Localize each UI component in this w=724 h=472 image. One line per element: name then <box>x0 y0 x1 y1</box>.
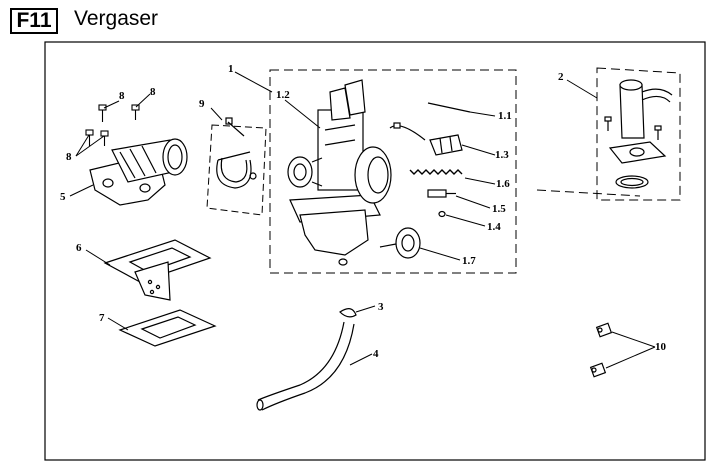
callout-6: 6 <box>76 242 82 254</box>
page-title: Vergaser <box>74 7 159 30</box>
gasket-part <box>118 309 217 347</box>
callout-3: 3 <box>378 301 384 313</box>
carburetor-group-box <box>269 69 517 274</box>
hose-clip-part <box>339 308 357 318</box>
fitting-parts <box>589 322 613 378</box>
clamp-group-box <box>206 124 267 216</box>
group-connector-line <box>536 189 641 197</box>
callout-5: 5 <box>60 191 66 203</box>
section-code: F11 <box>10 8 58 34</box>
callout-10: 10 <box>655 341 667 353</box>
callout-1-3: 1.3 <box>495 149 509 161</box>
spring-part <box>409 169 463 175</box>
callout-2: 2 <box>558 71 564 83</box>
jet-needle-part <box>427 189 456 198</box>
screw-parts <box>85 104 140 146</box>
callout-1-4: 1.4 <box>487 221 501 233</box>
callout-1-5: 1.5 <box>492 203 506 215</box>
fuel-hose-part <box>256 321 355 411</box>
float-bowl-part <box>379 227 421 259</box>
callout-1-2: 1.2 <box>276 89 290 101</box>
choke-cable-part <box>427 102 471 113</box>
intake-manifold-part <box>89 138 188 206</box>
main-jet-part <box>438 210 446 218</box>
callout-8-c: 8 <box>66 151 72 163</box>
starter-group-box <box>596 67 681 201</box>
leader-lines <box>69 71 656 369</box>
callout-1-6: 1.6 <box>496 178 510 190</box>
callout-7: 7 <box>99 312 105 324</box>
callout-1: 1 <box>228 63 234 75</box>
reed-valve-part <box>103 239 212 301</box>
callout-1-1: 1.1 <box>498 110 512 122</box>
hose-clamp-part <box>216 117 257 189</box>
callout-4: 4 <box>373 348 379 360</box>
callout-1-7: 1.7 <box>462 255 476 267</box>
callout-9: 9 <box>199 98 205 110</box>
starter-part <box>604 79 673 189</box>
callout-8-b: 8 <box>150 86 156 98</box>
choke-solenoid-part <box>389 122 463 156</box>
diagram-frame <box>44 41 706 461</box>
callout-8-a: 8 <box>119 90 125 102</box>
carburetor-part <box>287 79 392 266</box>
